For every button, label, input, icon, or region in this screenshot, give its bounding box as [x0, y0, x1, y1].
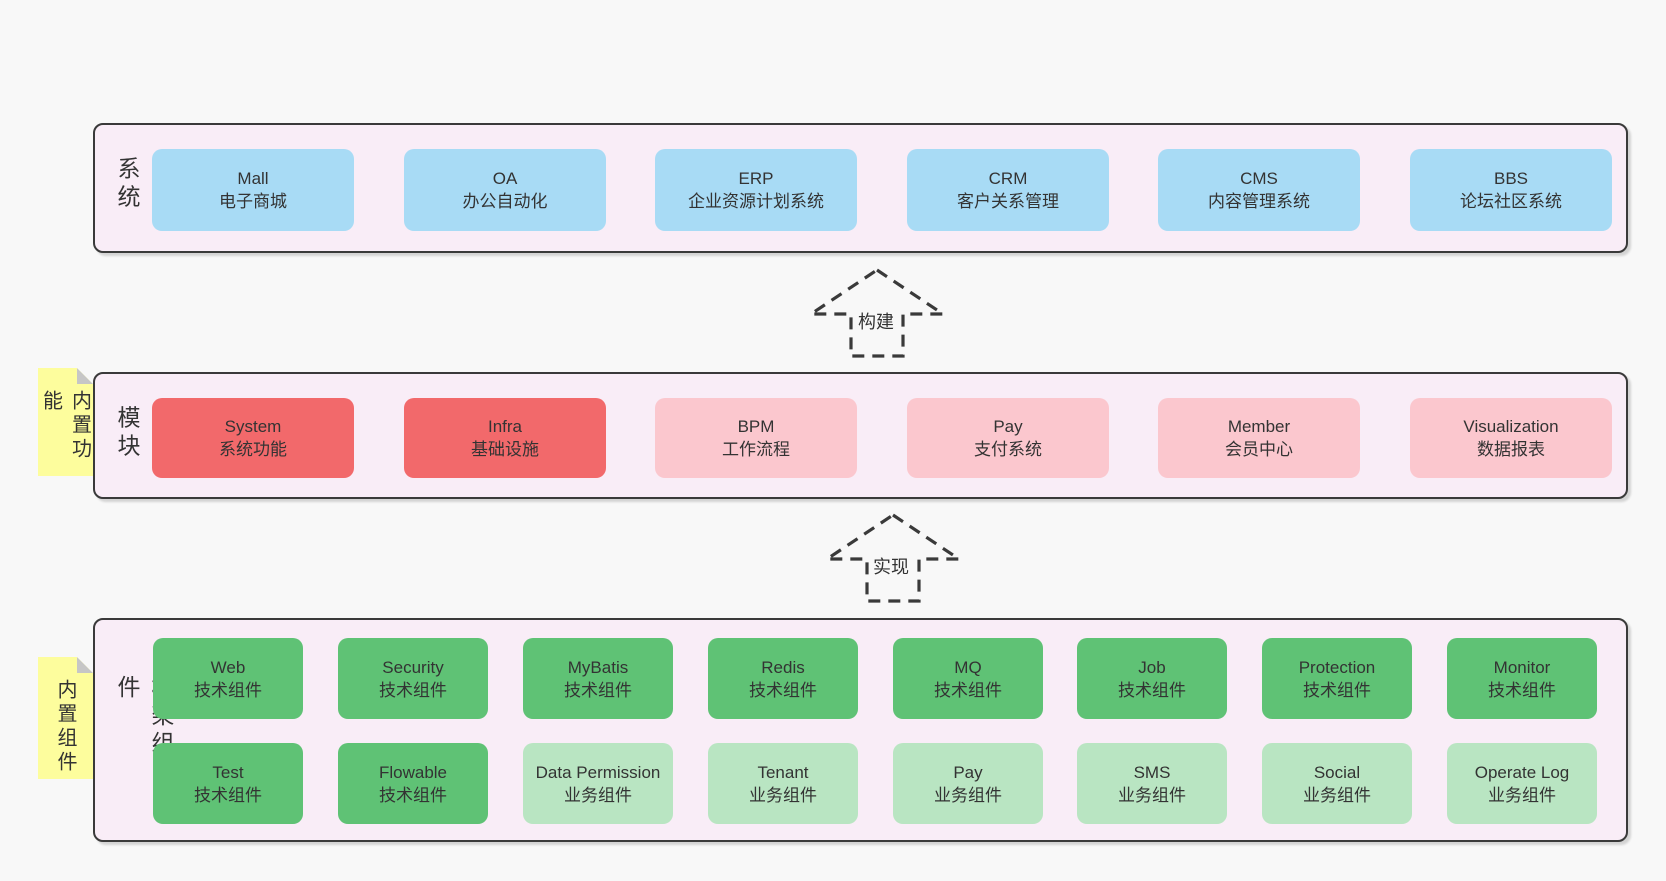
box-subtitle: 技术组件 [1488, 680, 1556, 700]
box-title: CRM [988, 169, 1028, 188]
box-subtitle: 技术组件 [1118, 680, 1186, 700]
box-title: Tenant [757, 762, 809, 782]
box-cms: CMS 内容管理系统 [1158, 149, 1360, 231]
box-subtitle: 技术组件 [379, 785, 447, 805]
box-title: BPM [737, 417, 775, 436]
box-subtitle: 技术组件 [749, 680, 817, 700]
box-erp: ERP 企业资源计划系统 [655, 149, 857, 231]
box-subtitle: 数据报表 [1477, 440, 1545, 459]
box-subtitle: 业务组件 [749, 785, 817, 805]
box-subtitle: 工作流程 [722, 440, 790, 459]
box-subtitle: 技术组件 [379, 680, 447, 700]
box-title: Test [212, 762, 244, 782]
box-subtitle: 办公自动化 [462, 192, 548, 211]
box-title: Monitor [1493, 657, 1551, 677]
box-title: MQ [954, 657, 982, 677]
sticky-built-in-components: 内置组件 [38, 657, 93, 779]
box-title: Web [210, 657, 246, 677]
box-title: Mall [237, 169, 269, 188]
arrow-build-label: 构建 [855, 311, 897, 333]
box-mq: MQ 技术组件 [893, 638, 1043, 719]
box-web: Web 技术组件 [153, 638, 303, 719]
box-title: Infra [487, 417, 523, 436]
box-pay: Pay 支付系统 [907, 398, 1109, 478]
box-title: Pay [993, 417, 1023, 436]
box-pay-biz: Pay 业务组件 [893, 743, 1043, 824]
sticky-text: 内置功能 [39, 390, 91, 462]
box-monitor: Monitor 技术组件 [1447, 638, 1597, 719]
dashed-up-arrow-build [805, 268, 949, 358]
box-subtitle: 基础设施 [471, 440, 539, 459]
box-title: Redis [761, 657, 805, 677]
box-protection: Protection 技术组件 [1262, 638, 1412, 719]
box-tenant: Tenant 业务组件 [708, 743, 858, 824]
box-job: Job 技术组件 [1077, 638, 1227, 719]
box-infra: Infra 基础设施 [404, 398, 606, 478]
box-subtitle: 电子商城 [219, 192, 287, 211]
box-redis: Redis 技术组件 [708, 638, 858, 719]
box-title: OA [492, 169, 518, 188]
box-flowable: Flowable 技术组件 [338, 743, 488, 824]
box-title: Data Permission [535, 762, 661, 782]
box-title: BBS [1493, 169, 1529, 188]
box-social: Social 业务组件 [1262, 743, 1412, 824]
box-security: Security 技术组件 [338, 638, 488, 719]
box-title: Pay [953, 762, 983, 782]
box-subtitle: 业务组件 [1488, 785, 1556, 805]
box-subtitle: 技术组件 [564, 680, 632, 700]
box-title: MyBatis [567, 657, 629, 677]
box-bpm: BPM 工作流程 [655, 398, 857, 478]
box-title: Member [1227, 417, 1291, 436]
box-mybatis: MyBatis 技术组件 [523, 638, 673, 719]
box-bbs: BBS 论坛社区系统 [1410, 149, 1612, 231]
box-oa: OA 办公自动化 [404, 149, 606, 231]
box-subtitle: 系统功能 [219, 440, 287, 459]
box-subtitle: 业务组件 [1118, 785, 1186, 805]
box-title: System [224, 417, 282, 436]
box-title: Social [1313, 762, 1361, 782]
box-subtitle: 内容管理系统 [1208, 192, 1310, 211]
band-framework-components: 框架组件 Web 技术组件 Security 技术组件 MyBatis 技术组件… [93, 618, 1628, 842]
box-subtitle: 会员中心 [1225, 440, 1293, 459]
folded-corner-icon [77, 368, 93, 384]
box-subtitle: 业务组件 [1303, 785, 1371, 805]
box-subtitle: 客户关系管理 [957, 192, 1059, 211]
band-common-modules: 通用模块 System 系统功能 Infra 基础设施 BPM 工作流程 Pay… [93, 372, 1628, 499]
folded-corner-icon [77, 657, 93, 673]
box-crm: CRM 客户关系管理 [907, 149, 1109, 231]
sticky-text: 内置组件 [54, 679, 76, 775]
arrow-implement-label: 实现 [870, 556, 912, 578]
box-title: Operate Log [1474, 762, 1570, 782]
box-sms: SMS 业务组件 [1077, 743, 1227, 824]
box-subtitle: 技术组件 [194, 785, 262, 805]
dashed-up-arrow-implement [821, 513, 965, 603]
box-system: System 系统功能 [152, 398, 354, 478]
box-title: CMS [1240, 169, 1278, 188]
box-subtitle: 业务组件 [934, 785, 1002, 805]
box-operate-log: Operate Log 业务组件 [1447, 743, 1597, 824]
box-subtitle: 论坛社区系统 [1460, 192, 1562, 211]
box-title: SMS [1133, 762, 1171, 782]
box-subtitle: 企业资源计划系统 [688, 192, 824, 211]
band-business-systems: 业务系统 Mall 电子商城 OA 办公自动化 ERP 企业资源计划系统 CRM… [93, 123, 1628, 253]
box-test: Test 技术组件 [153, 743, 303, 824]
box-title: Job [1138, 657, 1166, 677]
box-title: Protection [1298, 657, 1376, 677]
box-subtitle: 业务组件 [564, 785, 632, 805]
box-title: Flowable [378, 762, 448, 782]
box-subtitle: 技术组件 [194, 680, 262, 700]
box-title: Security [382, 657, 444, 677]
box-subtitle: 技术组件 [934, 680, 1002, 700]
box-member: Member 会员中心 [1158, 398, 1360, 478]
box-subtitle: 支付系统 [974, 440, 1042, 459]
box-title: Visualization [1463, 417, 1559, 436]
box-title: ERP [738, 169, 774, 188]
box-visualization: Visualization 数据报表 [1410, 398, 1612, 478]
box-mall: Mall 电子商城 [152, 149, 354, 231]
box-subtitle: 技术组件 [1303, 680, 1371, 700]
sticky-built-in-features: 内置功能 [38, 368, 93, 476]
box-data-permission: Data Permission 业务组件 [523, 743, 673, 824]
